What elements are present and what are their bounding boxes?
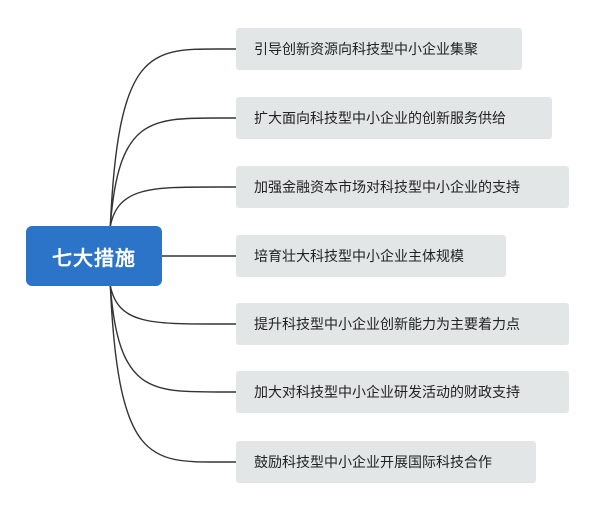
branch-node-3: 加强金融资本市场对科技型中小企业的支持 (236, 166, 569, 208)
branch-node-label: 引导创新资源向科技型中小企业集聚 (254, 42, 478, 58)
branch-node-label: 提升科技型中小企业创新能力为主要着力点 (254, 317, 520, 333)
branch-node-5: 提升科技型中小企业创新能力为主要着力点 (236, 303, 569, 345)
branch-node-label: 鼓励科技型中小企业开展国际科技合作 (254, 455, 492, 471)
branch-node-label: 加强金融资本市场对科技型中小企业的支持 (254, 180, 520, 196)
branch-node-4: 培育壮大科技型中小企业主体规模 (236, 235, 506, 277)
branch-node-1: 引导创新资源向科技型中小企业集聚 (236, 28, 522, 70)
branch-node-7: 鼓励科技型中小企业开展国际科技合作 (236, 441, 536, 483)
connector-line-5 (109, 285, 236, 325)
branch-node-label: 培育壮大科技型中小企业主体规模 (254, 249, 464, 265)
branch-node-2: 扩大面向科技型中小企业的创新服务供给 (236, 97, 552, 139)
connector-line-7 (109, 285, 236, 463)
branch-node-label: 加大对科技型中小企业研发活动的财政支持 (254, 385, 520, 401)
connector-line-6 (109, 285, 236, 393)
connector-line-2 (109, 117, 236, 227)
root-node-label: 七大措施 (52, 245, 136, 270)
branch-node-label: 扩大面向科技型中小企业的创新服务供给 (254, 111, 506, 127)
connector-line-1 (109, 48, 236, 227)
branch-node-6: 加大对科技型中小企业研发活动的财政支持 (236, 371, 569, 413)
root-node: 七大措施 (26, 226, 162, 286)
connector-line-3 (109, 186, 236, 227)
